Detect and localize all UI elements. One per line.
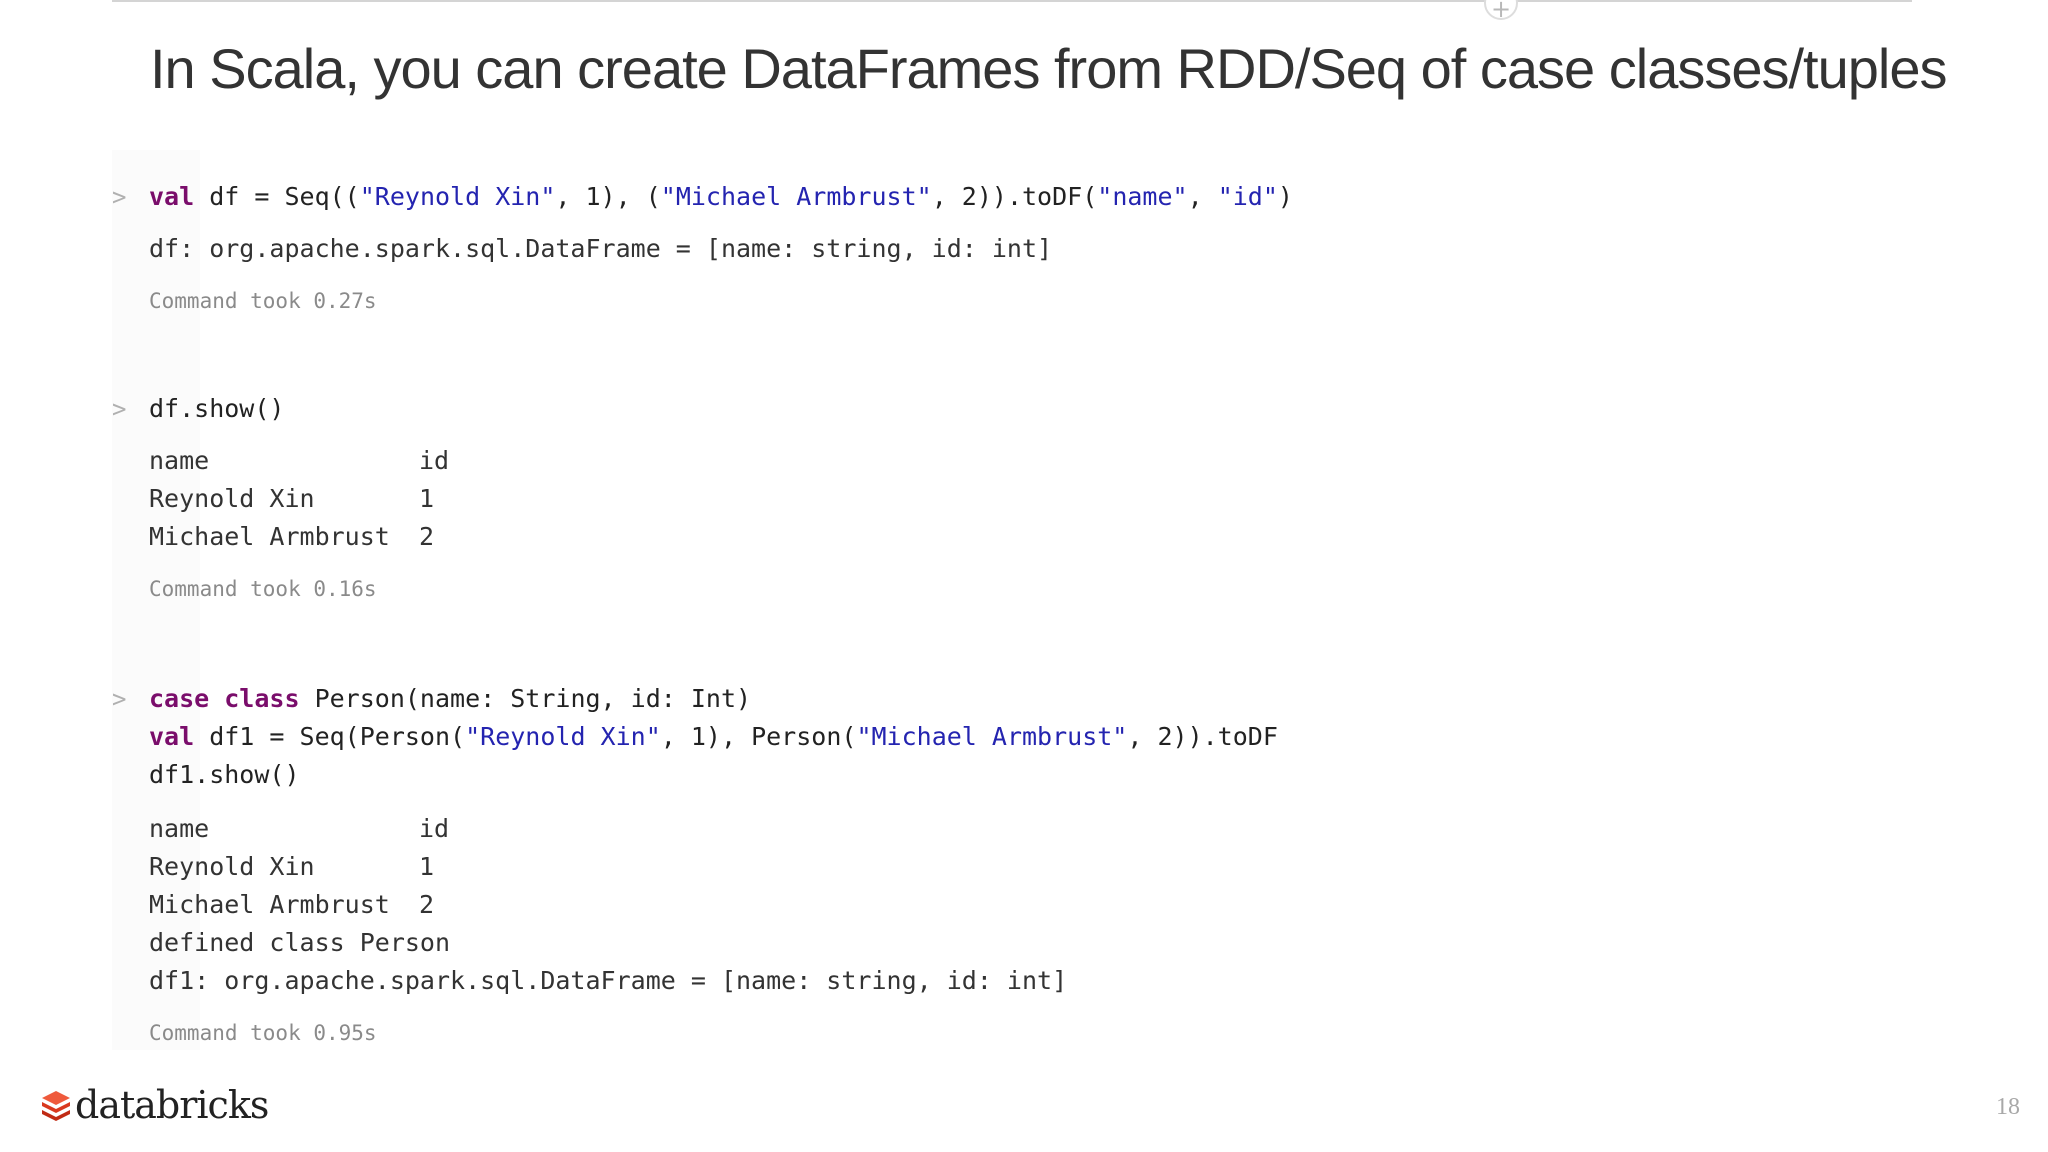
code-string: "Michael Armbrust" <box>660 182 932 211</box>
top-divider <box>112 0 1912 2</box>
output-table-header: name id <box>149 442 449 480</box>
code-text: , 2)).toDF <box>1127 722 1278 751</box>
table-cell: Reynold Xin <box>149 484 315 513</box>
databricks-logo-icon <box>42 1091 70 1121</box>
code-text: df = Seq(( <box>194 182 360 211</box>
cell-prompt-icon: > <box>112 395 127 423</box>
code-text: df.show() <box>149 394 285 423</box>
table-row: Reynold Xin 1 <box>149 848 434 886</box>
table-row: Reynold Xin 1 <box>149 480 434 518</box>
output-table-header: name id <box>149 810 449 848</box>
command-timing: Command took 0.16s <box>149 577 377 601</box>
cell-prompt-icon: > <box>112 183 127 211</box>
code-line[interactable]: val df1 = Seq(Person("Reynold Xin", 1), … <box>149 718 1278 756</box>
table-row: Michael Armbrust 2 <box>149 518 434 556</box>
code-text: df1 = Seq(Person( <box>194 722 466 751</box>
code-text: Person(name: String, id: Int) <box>299 684 752 713</box>
databricks-logo: databricks <box>40 1082 269 1128</box>
plus-icon: + <box>1490 0 1512 23</box>
code-string: "name" <box>1097 182 1188 211</box>
code-keyword: val <box>149 182 195 211</box>
table-header-cell: name <box>149 814 210 843</box>
table-cell: 2 <box>419 890 435 919</box>
table-header-cell: id <box>419 814 450 843</box>
code-line[interactable]: df.show() <box>149 390 284 428</box>
table-cell: 1 <box>419 484 435 513</box>
cell-prompt-icon: > <box>112 685 127 713</box>
code-string: "Michael Armbrust" <box>856 722 1128 751</box>
code-text: , 1), Person( <box>660 722 857 751</box>
table-cell: Reynold Xin <box>149 852 315 881</box>
table-cell: 2 <box>419 522 435 551</box>
code-string: "id" <box>1217 182 1278 211</box>
code-line[interactable]: case class Person(name: String, id: Int) <box>149 680 751 718</box>
command-timing: Command took 0.27s <box>149 289 377 313</box>
slide-title: In Scala, you can create DataFrames from… <box>150 37 1947 100</box>
table-header-cell: id <box>419 446 450 475</box>
cell-output-line: df1: org.apache.spark.sql.DataFrame = [n… <box>149 966 1068 995</box>
code-text: df1.show() <box>149 760 300 789</box>
cell-output-line: defined class Person <box>149 928 451 957</box>
add-cell-button[interactable]: + <box>1484 0 1518 23</box>
logo-wordmark: databricks <box>75 1083 269 1127</box>
cell-output-line: df: org.apache.spark.sql.DataFrame = [na… <box>149 234 1053 263</box>
page-number: 18 <box>1996 1094 2020 1120</box>
code-text: ) <box>1277 182 1293 211</box>
code-string: "Reynold Xin" <box>465 722 661 751</box>
code-keyword: case class <box>149 684 300 713</box>
code-text: , 2)).toDF( <box>931 182 1098 211</box>
code-line[interactable]: df1.show() <box>149 756 300 794</box>
code-line[interactable]: val df = Seq(("Reynold Xin", 1), ("Micha… <box>149 178 1293 216</box>
code-text: , 1), ( <box>555 182 661 211</box>
table-cell: 1 <box>419 852 435 881</box>
table-row: Michael Armbrust 2 <box>149 886 434 924</box>
table-cell: Michael Armbrust <box>149 890 390 919</box>
table-cell: Michael Armbrust <box>149 522 390 551</box>
code-keyword: val <box>149 722 195 751</box>
command-timing: Command took 0.95s <box>149 1021 377 1045</box>
table-header-cell: name <box>149 446 210 475</box>
code-text: , <box>1187 182 1218 211</box>
code-string: "Reynold Xin" <box>359 182 556 211</box>
notebook-gutter <box>112 150 200 1050</box>
